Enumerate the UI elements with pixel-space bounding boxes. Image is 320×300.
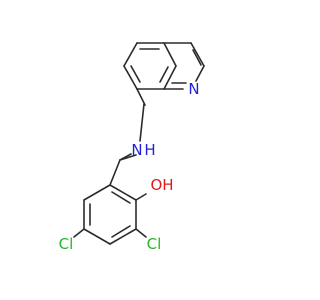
structure-canvas: N N H OH Cl Cl bbox=[59, 42, 205, 253]
bond bbox=[190, 42, 205, 67]
bond bbox=[109, 159, 121, 186]
bond bbox=[123, 42, 138, 67]
bond bbox=[163, 65, 177, 90]
bond bbox=[109, 228, 137, 245]
bond bbox=[123, 65, 138, 90]
quinoline-ring-system bbox=[123, 42, 205, 90]
bond bbox=[136, 88, 146, 106]
atom-labels: N N H OH Cl Cl bbox=[59, 80, 200, 253]
bond bbox=[195, 65, 205, 82]
chlorine-right-label: Cl bbox=[147, 235, 162, 253]
double-bond-inner bbox=[159, 66, 169, 83]
bond-to-hydroxyl bbox=[135, 193, 147, 201]
bond bbox=[83, 184, 111, 201]
bond-to-chlorine bbox=[135, 228, 147, 238]
hydroxyl-label: OH bbox=[150, 176, 173, 194]
bond bbox=[109, 184, 137, 201]
bond-n-c8 bbox=[139, 103, 145, 142]
amine-nitrogen-label: N bbox=[131, 141, 142, 159]
ring-nitrogen-label: N bbox=[188, 80, 199, 98]
phenol-ring bbox=[73, 184, 147, 245]
double-bond-inner bbox=[192, 49, 202, 66]
double-bond-inner bbox=[111, 225, 131, 238]
bond-n-ch2 bbox=[119, 153, 132, 161]
double-bond-inner bbox=[111, 191, 131, 204]
amine-hydrogen-label: H bbox=[144, 141, 155, 159]
bond-to-chlorine bbox=[73, 228, 85, 238]
chlorine-left-label: Cl bbox=[59, 235, 74, 253]
bond bbox=[163, 42, 177, 67]
bond bbox=[83, 228, 111, 245]
molecule-structure: N N H OH Cl Cl bbox=[59, 42, 205, 253]
double-bond-inner bbox=[130, 65, 141, 83]
